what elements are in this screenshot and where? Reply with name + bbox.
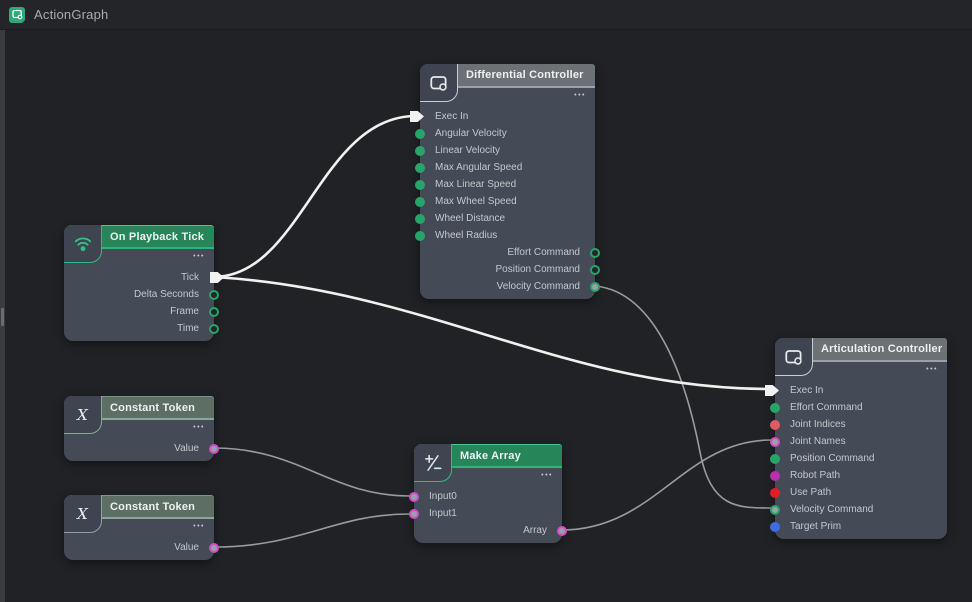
port-label: Position Command <box>495 264 580 275</box>
port-pin-array[interactable] <box>557 525 567 536</box>
node-title: Articulation Controller <box>821 343 943 355</box>
port-pin-max-linear-speed[interactable] <box>415 179 425 190</box>
port-pin-max-wheel-speed[interactable] <box>415 196 425 207</box>
port-pin-position-command[interactable] <box>770 453 780 464</box>
port-label: Tick <box>181 272 199 283</box>
more-options-button[interactable]: ••• <box>193 252 205 260</box>
node-title: On Playback Tick <box>110 230 205 243</box>
port-pin-wheel-radius[interactable] <box>415 230 425 241</box>
port-pin-joint-names[interactable] <box>770 436 780 447</box>
collapsed-panel-strip[interactable] <box>0 30 5 602</box>
port-label: Exec In <box>435 111 469 122</box>
more-options-button[interactable]: ••• <box>193 423 205 431</box>
port-pin-position-command[interactable] <box>590 264 600 275</box>
node-title: Make Array <box>460 449 521 462</box>
node-on-playback-tick[interactable]: On Playback Tick ••• Tick Delta Seconds … <box>64 225 224 341</box>
container-icon <box>775 338 813 376</box>
port-pin-effort-command[interactable] <box>770 402 780 413</box>
port-pin-wheel-distance[interactable] <box>415 213 425 224</box>
port-pin-velocity-command[interactable] <box>770 504 780 515</box>
port-label: Exec In <box>790 385 824 396</box>
port-label: Linear Velocity <box>435 145 501 156</box>
port-pin-linear-velocity[interactable] <box>415 145 425 156</box>
port-pin-input1[interactable] <box>409 508 419 519</box>
wire-tick-to-artic-exec[interactable] <box>213 275 771 391</box>
container-icon <box>420 64 458 102</box>
port-label: Max Wheel Speed <box>435 196 517 207</box>
wire-array-to-joint-names[interactable] <box>561 439 772 531</box>
port-pin-joint-indices[interactable] <box>770 419 780 430</box>
plus-minus-icon <box>414 444 452 482</box>
wire-tick-to-diff-exec[interactable] <box>213 114 417 279</box>
port-label: Max Linear Speed <box>435 179 517 190</box>
node-title: Constant Token <box>110 401 196 414</box>
port-pin-use-path[interactable] <box>770 487 780 498</box>
port-pin-robot-path[interactable] <box>770 470 780 481</box>
port-label: Wheel Distance <box>435 213 506 224</box>
port-label: Max Angular Speed <box>435 162 523 173</box>
wire-velocity-to-velocity[interactable] <box>594 285 772 509</box>
more-options-button[interactable]: ••• <box>926 365 938 373</box>
node-title: Differential Controller <box>466 69 584 81</box>
more-options-button[interactable]: ••• <box>574 91 586 99</box>
port-label: Time <box>177 323 199 334</box>
port-label: Array <box>523 525 547 536</box>
panel-resize-handle[interactable] <box>1 308 4 326</box>
graph-title-bar: ActionGraph <box>0 0 972 30</box>
node-articulation-controller[interactable]: Articulation Controller ••• Exec In Effo… <box>765 338 947 539</box>
port-label: Delta Seconds <box>133 289 199 300</box>
port-pin-frame[interactable] <box>209 306 219 317</box>
port-pin-exec-in[interactable] <box>765 385 779 396</box>
port-label: Joint Names <box>790 436 846 447</box>
port-label: Joint Indices <box>790 419 846 430</box>
more-options-button[interactable]: ••• <box>193 522 205 530</box>
action-graph-icon <box>9 6 26 24</box>
port-label: Input0 <box>429 491 457 502</box>
port-pin-effort-command[interactable] <box>590 247 600 258</box>
port-pin-target-prim[interactable] <box>770 521 780 532</box>
node-constant-token-2[interactable]: X Constant Token ••• Value <box>64 495 219 560</box>
port-label: Frame <box>170 306 199 317</box>
node-title: Constant Token <box>110 500 196 513</box>
node-make-array[interactable]: Make Array ••• Input0 Input1 Array <box>409 444 567 543</box>
playback-signal-icon <box>64 225 102 263</box>
port-pin-value[interactable] <box>209 443 219 454</box>
port-label: Position Command <box>790 453 875 464</box>
port-label: Velocity Command <box>496 281 580 292</box>
port-label: Effort Command <box>790 402 863 413</box>
more-options-button[interactable]: ••• <box>541 471 553 479</box>
x-token-icon: X <box>64 495 102 533</box>
port-label: Input1 <box>429 508 457 519</box>
port-label: Effort Command <box>507 247 580 258</box>
port-label: Target Prim <box>790 521 842 532</box>
graph-title: ActionGraph <box>34 7 109 22</box>
node-differential-controller[interactable]: Differential Controller ••• Exec In Angu… <box>410 64 600 299</box>
port-label: Velocity Command <box>790 504 874 515</box>
port-label: Wheel Radius <box>435 230 498 241</box>
port-pin-tick[interactable] <box>210 272 224 283</box>
port-pin-max-angular-speed[interactable] <box>415 162 425 173</box>
port-pin-time[interactable] <box>209 323 219 334</box>
port-pin-angular-velocity[interactable] <box>415 128 425 139</box>
port-label: Value <box>174 542 199 553</box>
port-pin-input0[interactable] <box>409 491 419 502</box>
port-pin-delta-seconds[interactable] <box>209 289 219 300</box>
wire-value2-to-input1[interactable] <box>213 513 411 548</box>
port-label: Use Path <box>790 487 832 498</box>
wire-value1-to-input0[interactable] <box>213 447 411 497</box>
port-label: Value <box>174 443 199 454</box>
port-label: Angular Velocity <box>435 128 507 139</box>
port-label: Robot Path <box>790 470 841 481</box>
x-token-icon: X <box>64 396 102 434</box>
port-pin-exec-in[interactable] <box>410 111 424 122</box>
port-pin-velocity-command[interactable] <box>590 281 600 292</box>
port-pin-value[interactable] <box>209 542 219 553</box>
node-constant-token-1[interactable]: X Constant Token ••• Value <box>64 396 219 461</box>
